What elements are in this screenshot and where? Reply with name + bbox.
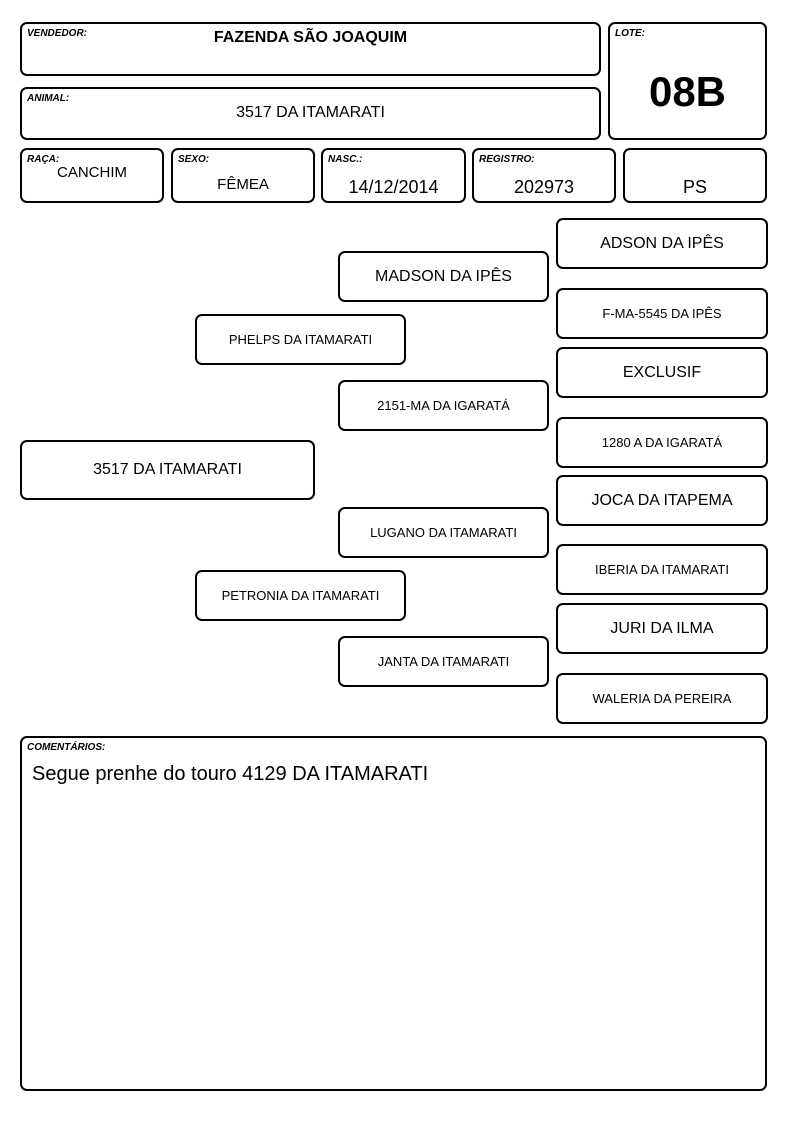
registro-box: REGISTRO: 202973 [472, 148, 616, 203]
pedigree-ds-dam: IBERIA DA ITAMARATI [556, 544, 768, 595]
pedigree-dd-dam: WALERIA DA PEREIRA [556, 673, 768, 724]
lote-value: 08B [648, 68, 727, 115]
pedigree-dd-sire: JURI DA ILMA [556, 603, 768, 654]
pedigree-sire-dam: 2151-MA DA IGARATÁ [338, 380, 549, 431]
pedigree-dam-sire: LUGANO DA ITAMARATI [338, 507, 549, 558]
pedigree-ds-sire: JOCA DA ITAPEMA [556, 475, 768, 526]
animal-value: 3517 DA ITAMARATI [236, 104, 385, 121]
comments-text: Segue prenhe do touro 4129 DA ITAMARATI [32, 763, 429, 785]
tipo-value: PS [682, 177, 707, 197]
pedigree-dam-dam: JANTA DA ITAMARATI [338, 636, 549, 687]
vendedor-value: FAZENDA SÃO JOAQUIM [213, 29, 408, 46]
registro-label: REGISTRO: [479, 154, 535, 165]
vendedor-label: VENDEDOR: [27, 28, 88, 39]
tipo-box: PS [623, 148, 767, 203]
pedigree-ss-dam: F-MA-5545 DA IPÊS [556, 288, 768, 339]
lote-box: LOTE: 08B [608, 22, 767, 140]
raca-value: CANCHIM [57, 164, 127, 181]
animal-label: ANIMAL: [27, 93, 70, 104]
comments-label: COMENTÁRIOS: [27, 742, 106, 753]
pedigree-ss-sire: ADSON DA IPÊS [556, 218, 768, 269]
sexo-value: FÊMEA [217, 176, 269, 193]
comments-box: COMENTÁRIOS: Segue prenhe do touro 4129 … [20, 736, 767, 1091]
pedigree-sd-dam: 1280 A DA IGARATÁ [556, 417, 768, 468]
pedigree-animal: 3517 DA ITAMARATI [20, 440, 315, 500]
nasc-box: NASC.: 14/12/2014 [321, 148, 466, 203]
sexo-label: SEXO: [178, 154, 210, 165]
raca-label: RAÇA: [27, 154, 60, 165]
pedigree-sire-sire: MADSON DA IPÊS [338, 251, 549, 302]
pedigree-sire: PHELPS DA ITAMARATI [195, 314, 406, 365]
nasc-value: 14/12/2014 [348, 177, 439, 197]
nasc-label: NASC.: [328, 154, 363, 165]
lote-label: LOTE: [615, 28, 645, 39]
registro-value: 202973 [513, 177, 575, 197]
animal-box: ANIMAL: 3517 DA ITAMARATI [20, 87, 601, 140]
sexo-box: SEXO: FÊMEA [171, 148, 315, 203]
vendedor-box: VENDEDOR: FAZENDA SÃO JOAQUIM [20, 22, 601, 76]
raca-box: RAÇA: CANCHIM [20, 148, 164, 203]
pedigree-dam: PETRONIA DA ITAMARATI [195, 570, 406, 621]
pedigree-sd-sire: EXCLUSIF [556, 347, 768, 398]
